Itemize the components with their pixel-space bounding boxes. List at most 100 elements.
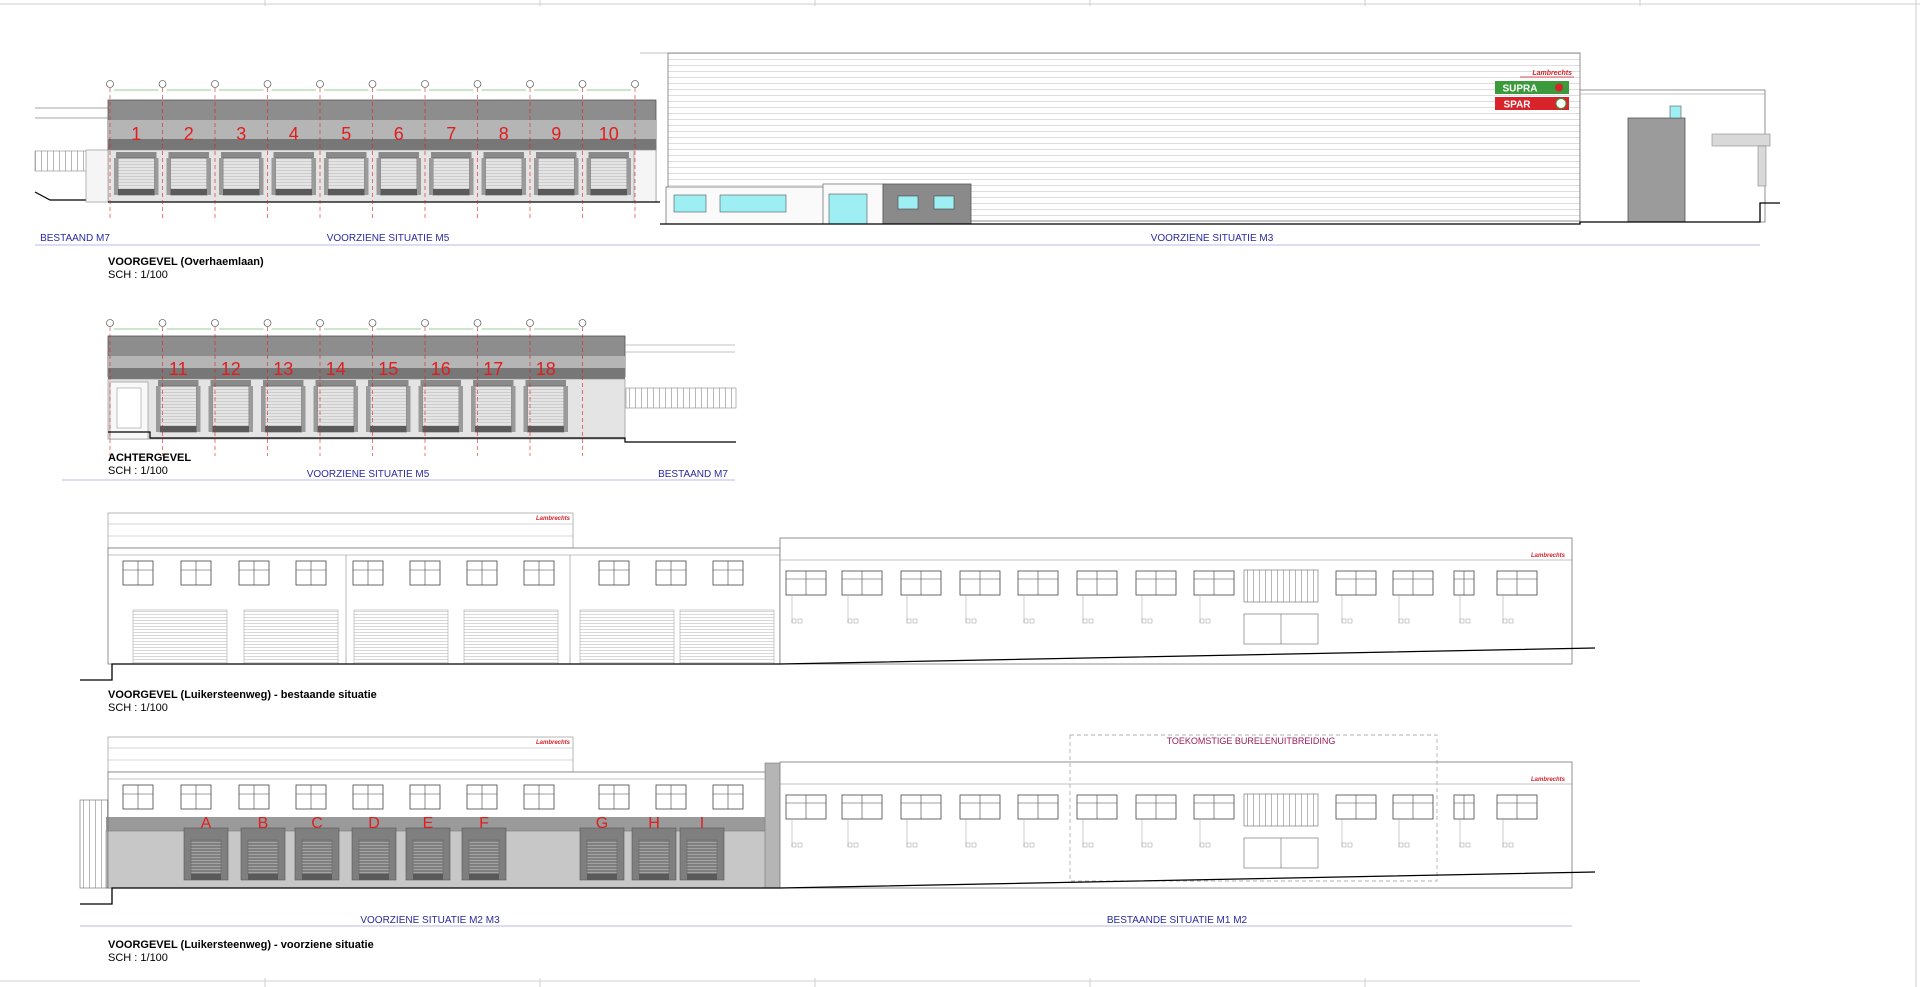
window bbox=[466, 784, 498, 810]
section-label-m5-front: VOORZIENE SITUATIE M5 bbox=[327, 233, 450, 244]
dock-number: 7 bbox=[446, 124, 456, 144]
window bbox=[785, 794, 827, 848]
dock-bay: D bbox=[351, 815, 397, 881]
back-elevation-scale: SCH : 1/100 bbox=[108, 465, 168, 477]
roller-shutter bbox=[243, 609, 339, 665]
dock-number: 2 bbox=[184, 124, 194, 144]
dock-bay: C bbox=[294, 815, 340, 881]
dock-letter: D bbox=[368, 815, 380, 832]
dock-bay: E bbox=[405, 815, 451, 881]
window bbox=[1017, 794, 1059, 848]
dock-number: 5 bbox=[341, 124, 351, 144]
dock-letter: E bbox=[423, 815, 434, 832]
dock-bay: 1 bbox=[114, 124, 159, 196]
window bbox=[238, 560, 270, 586]
grid-axis-bubble bbox=[316, 319, 324, 327]
dock-letter: I bbox=[700, 815, 704, 832]
window bbox=[523, 784, 555, 810]
grid-axis-bubble bbox=[211, 80, 219, 88]
grid-axis-bubble bbox=[368, 80, 377, 88]
dock-number: 1 bbox=[131, 124, 141, 144]
street-planned-title: VOORGEVEL (Luikersteenweg) - voorziene s… bbox=[108, 939, 374, 951]
back-elevation-title: ACHTERGEVEL bbox=[108, 452, 191, 464]
roller-shutter bbox=[679, 609, 775, 665]
street-elevation-existing: Lambrechts Lambrechts VOORGEVEL (Luikers… bbox=[80, 512, 1596, 714]
window bbox=[523, 560, 555, 586]
window bbox=[122, 784, 154, 810]
window bbox=[1193, 794, 1235, 848]
grid-axis-bubble bbox=[421, 80, 429, 88]
window bbox=[409, 560, 441, 586]
svg-text:Lambrechts: Lambrechts bbox=[536, 516, 571, 522]
dock-letter: C bbox=[311, 815, 323, 832]
svg-text:Lambrechts: Lambrechts bbox=[1531, 777, 1566, 783]
future-office-extension bbox=[1069, 734, 1438, 882]
window bbox=[295, 784, 327, 810]
grid-axis-bubble bbox=[631, 80, 639, 88]
roller-shutter bbox=[132, 609, 228, 665]
window bbox=[900, 570, 942, 624]
window bbox=[959, 570, 1001, 624]
front-elevation-scale: SCH : 1/100 bbox=[108, 269, 168, 281]
dock-number: 3 bbox=[236, 124, 246, 144]
window bbox=[1335, 570, 1377, 624]
dock-bay: 2 bbox=[166, 124, 211, 196]
section-label-m7-front: BESTAAND M7 bbox=[40, 233, 110, 244]
section-label-m7-back: BESTAAND M7 bbox=[658, 469, 728, 480]
window bbox=[352, 560, 384, 586]
grid-axis-bubble bbox=[473, 80, 482, 88]
svg-text:Lambrechts: Lambrechts bbox=[536, 740, 571, 746]
window bbox=[1076, 570, 1118, 624]
planned-office-windows bbox=[785, 794, 1538, 848]
dock-bay: 7 bbox=[429, 124, 474, 196]
grid-axis-bubble bbox=[368, 319, 377, 327]
grid-axis-bubble bbox=[526, 80, 534, 88]
grid-axis-bubble bbox=[158, 80, 167, 88]
window bbox=[1135, 794, 1177, 848]
window bbox=[841, 794, 883, 848]
grid-axis-bubble bbox=[263, 319, 272, 327]
window bbox=[1392, 570, 1434, 624]
window bbox=[409, 784, 441, 810]
section-label-m5-back: VOORZIENE SITUATIE M5 bbox=[307, 469, 430, 480]
existing-office-windows bbox=[785, 570, 1538, 624]
window bbox=[959, 794, 1001, 848]
front-grid-axes bbox=[106, 80, 639, 218]
grid-axis-bubble bbox=[316, 80, 324, 88]
dock-number: 13 bbox=[273, 359, 293, 379]
dock-number: 16 bbox=[431, 359, 451, 379]
window bbox=[841, 570, 883, 624]
dock-bay: 5 bbox=[324, 124, 369, 196]
dock-letter: G bbox=[596, 815, 608, 832]
dock-bay: 14 bbox=[313, 359, 358, 433]
dock-letter: B bbox=[258, 815, 269, 832]
grid-axis-bubble bbox=[106, 319, 114, 327]
dock-number: 18 bbox=[536, 359, 556, 379]
window bbox=[352, 784, 384, 810]
window bbox=[712, 784, 744, 810]
dock-bay: F bbox=[461, 815, 507, 881]
window bbox=[1453, 794, 1475, 848]
dock-bay: 8 bbox=[481, 124, 526, 196]
front-elevation-title: VOORGEVEL (Overhaemlaan) bbox=[108, 256, 264, 268]
dock-number: 8 bbox=[499, 124, 509, 144]
supermarket-m3: Lambrechts SUPRA SPAR bbox=[640, 52, 1780, 225]
grid-axis-bubble bbox=[578, 319, 587, 327]
lambrechts-logo: Lambrechts bbox=[1532, 70, 1572, 77]
dock-number: 6 bbox=[394, 124, 404, 144]
dock-number: 12 bbox=[221, 359, 241, 379]
street-existing-title: VOORGEVEL (Luikersteenweg) - bestaande s… bbox=[108, 689, 377, 701]
grid-axis-bubble bbox=[211, 319, 219, 327]
dock-number: 9 bbox=[551, 124, 561, 144]
dock-bay: B bbox=[240, 815, 286, 881]
window bbox=[1392, 794, 1434, 848]
dock-bay: 15 bbox=[366, 359, 411, 433]
spar-tree-icon bbox=[1555, 98, 1567, 109]
window bbox=[655, 560, 687, 586]
dock-bay: 18 bbox=[523, 359, 568, 433]
window bbox=[122, 560, 154, 586]
back-grid-axes bbox=[106, 319, 587, 456]
